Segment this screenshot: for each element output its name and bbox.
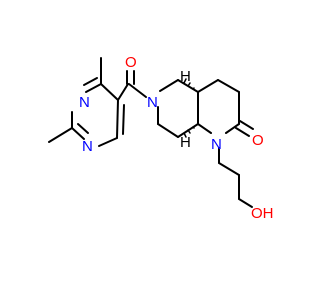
lactam-oxygen-label: O: [252, 132, 264, 149]
pyrimidine-n1-label: N: [82, 138, 93, 155]
hydroxyl-label: OH: [251, 205, 274, 222]
bond-c2-n1: [225, 123, 240, 134]
hatch-bond-c8a-h: [183, 126, 195, 138]
pyrimidine-n3-label: N: [79, 94, 90, 111]
bond-carbonyl-amide-n: [128, 83, 147, 98]
bond-c5-c4: [100, 83, 119, 101]
bond-c4a-c4: [197, 79, 219, 93]
amide-nitrogen-label: N: [147, 94, 158, 111]
bond-c6-c5: [116, 99, 119, 139]
atom-labels: O N N N N O OH H H: [79, 54, 274, 222]
carbonyl-oxygen-label: O: [125, 54, 137, 71]
bond-c6-c5-double: [122, 104, 125, 135]
bond-chain-c3-oh: [238, 198, 253, 208]
stereo-h-c4a-label: H: [180, 68, 191, 85]
bond-c2-lactam-oxygen: [239, 120, 254, 130]
bonds: [48, 57, 254, 208]
bond-c2-n1: [71, 127, 85, 140]
bond-c8-c7: [157, 123, 179, 138]
molecule-structure: O N N N N O OH H H: [48, 54, 274, 222]
bond-c2-methyl: [48, 127, 73, 143]
bond-chain-c1-c2: [218, 162, 240, 176]
bond-c4-n3-double: [83, 77, 98, 86]
hatch-bond-c4a-h: [183, 78, 195, 90]
bond-n1-c8a: [197, 123, 212, 134]
bond-c5-carbonyl: [117, 83, 129, 101]
bond-c4-c3: [217, 79, 240, 93]
bond-n6-c5: [159, 79, 179, 92]
bond-c2-n1-double: [77, 123, 89, 134]
bond-n1-c6: [98, 137, 118, 147]
lactam-nitrogen-label: N: [211, 136, 222, 153]
bond-c4-n3: [85, 83, 102, 93]
bond-c2-lactam-oxygen-double: [235, 127, 250, 137]
stereo-h-c8a-label: H: [180, 134, 191, 151]
